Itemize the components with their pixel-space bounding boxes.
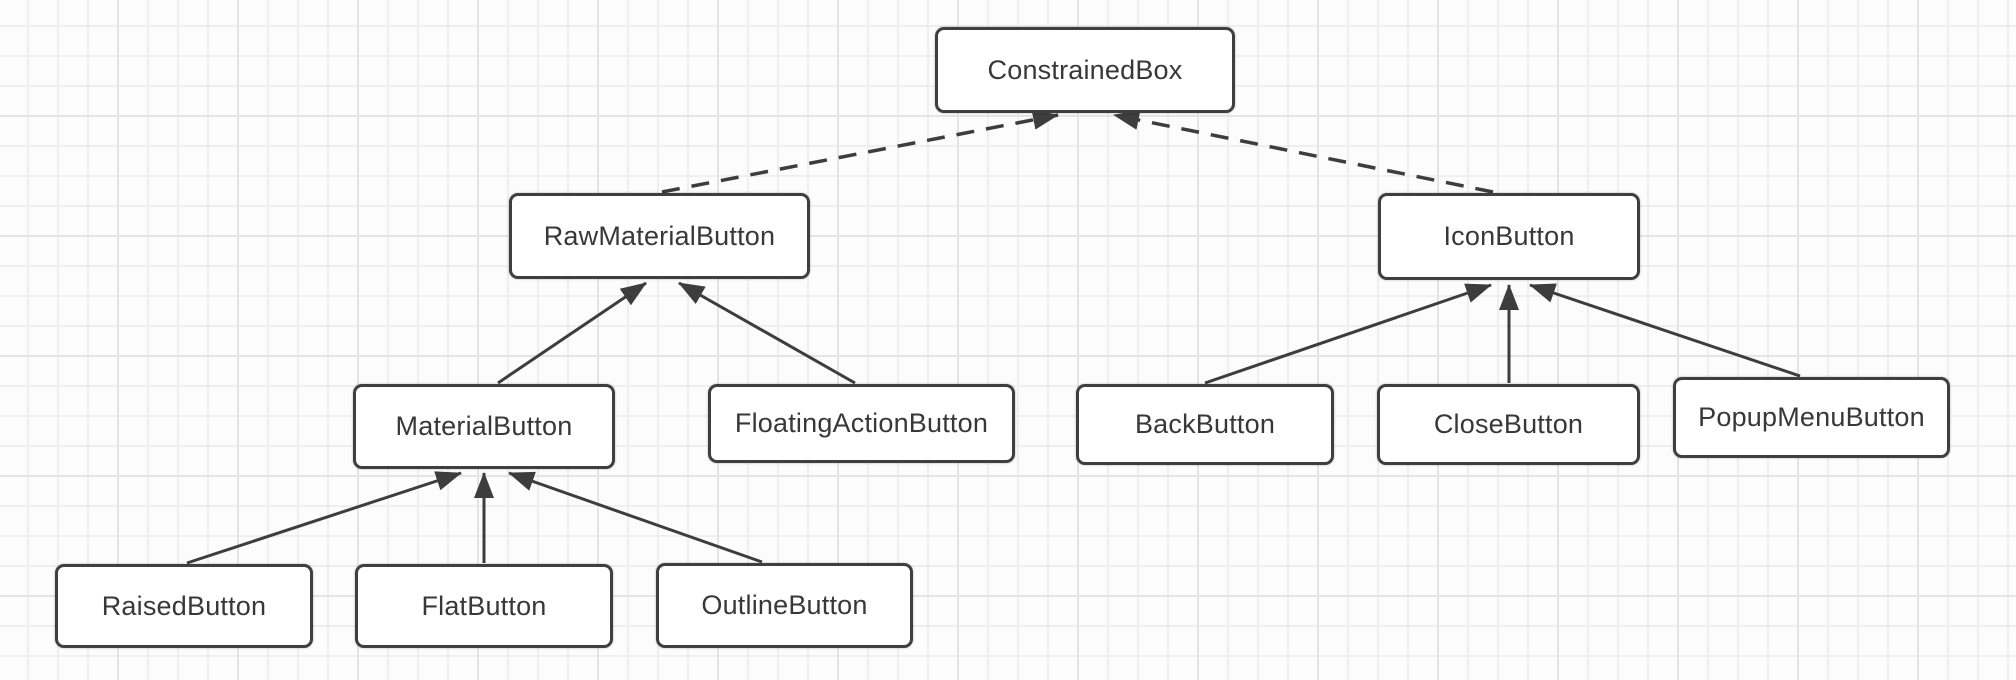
node-label-materialbutton: MaterialButton — [395, 411, 573, 441]
node-backbutton[interactable]: BackButton — [1076, 384, 1334, 465]
node-popupmenubutton[interactable]: PopupMenuButton — [1673, 377, 1950, 458]
node-floatingactionbutton[interactable]: FloatingActionButton — [708, 384, 1015, 463]
node-label-raisedbutton: RaisedButton — [101, 590, 267, 621]
edge-materialbutton-to-rawmaterialbutton — [497, 281, 647, 385]
edge-backbutton-to-iconbutton — [1204, 283, 1492, 385]
node-label-iconbutton: IconButton — [1443, 221, 1575, 251]
edge-raisedbutton-to-materialbutton — [186, 471, 462, 565]
node-iconbutton[interactable]: IconButton — [1378, 193, 1640, 280]
node-label-closebutton: CloseButton — [1433, 409, 1584, 439]
node-label-backbutton: BackButton — [1134, 409, 1276, 439]
node-constrainedbox[interactable]: ConstrainedBox — [935, 27, 1235, 113]
edge-iconbutton-to-constrainedbox — [1113, 110, 1494, 194]
node-label-constrainedbox: ConstrainedBox — [987, 54, 1183, 85]
node-label-flatbutton: FlatButton — [421, 590, 547, 621]
edge-outlinebutton-to-materialbutton — [508, 471, 763, 564]
node-materialbutton[interactable]: MaterialButton — [353, 384, 615, 469]
node-label-outlinebutton: OutlineButton — [701, 590, 868, 620]
node-closebutton[interactable]: CloseButton — [1377, 384, 1640, 465]
node-label-popupmenubutton: PopupMenuButton — [1698, 402, 1925, 432]
node-outlinebutton[interactable]: OutlineButton — [656, 563, 913, 648]
node-raisedbutton[interactable]: RaisedButton — [55, 564, 313, 648]
node-flatbutton[interactable]: FlatButton — [355, 564, 613, 648]
node-label-rawmaterialbutton: RawMaterialButton — [543, 220, 776, 251]
edge-popupmenubutton-to-iconbutton — [1529, 283, 1801, 378]
node-label-floatingactionbutton: FloatingActionButton — [734, 408, 989, 438]
edge-rawmaterialbutton-to-constrainedbox — [661, 109, 1059, 194]
node-rawmaterialbutton[interactable]: RawMaterialButton — [509, 193, 810, 279]
edge-floatingactionbutton-to-rawmaterialbutton — [678, 281, 856, 385]
